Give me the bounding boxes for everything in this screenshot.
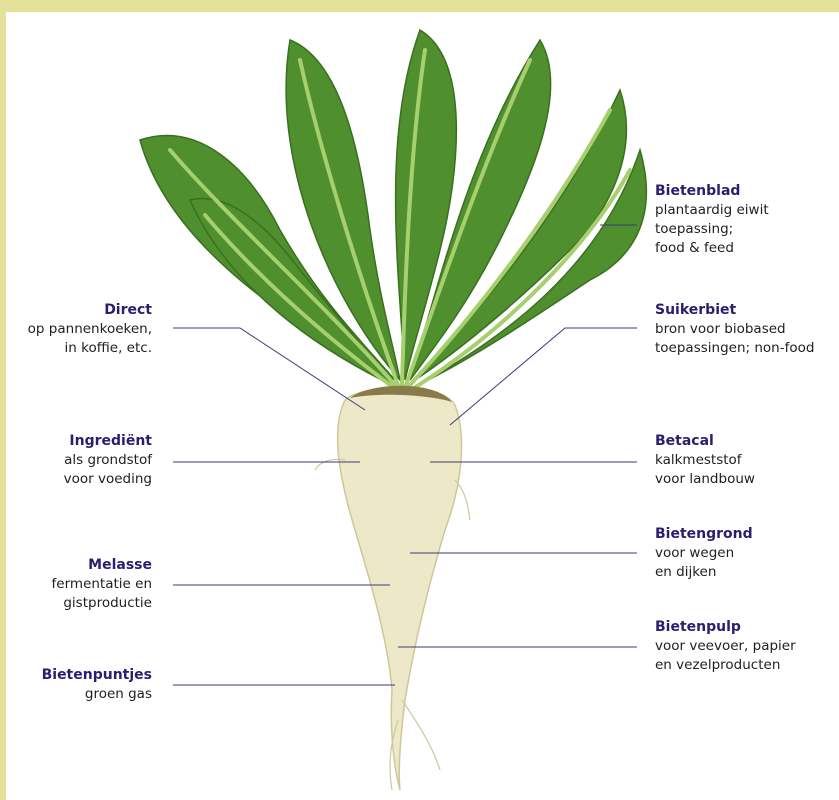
label-line: als grondstof <box>64 451 152 470</box>
label-title: Bietenpulp <box>655 618 796 637</box>
label-title: Direct <box>28 301 152 320</box>
label-title: Ingrediënt <box>64 432 152 451</box>
label-ingredient: Ingrediënt als grondstof voor voeding <box>64 432 152 489</box>
label-title: Melasse <box>52 556 152 575</box>
label-line: kalkmeststof <box>655 451 755 470</box>
label-line: plantaardig eiwit <box>655 201 769 220</box>
label-title: Bietenblad <box>655 182 769 201</box>
label-line: voor veevoer, papier <box>655 637 796 656</box>
label-line: groen gas <box>42 685 152 704</box>
label-line: en dijken <box>655 563 753 582</box>
label-melasse: Melasse fermentatie en gistproductie <box>52 556 152 613</box>
label-line: voor voeding <box>64 470 152 489</box>
label-line: fermentatie en <box>52 575 152 594</box>
label-title: Bietengrond <box>655 525 753 544</box>
label-line: in koffie, etc. <box>28 339 152 358</box>
beet-leaves <box>140 30 646 385</box>
label-line: voor wegen <box>655 544 753 563</box>
label-line: toepassingen; non-food <box>655 339 814 358</box>
label-line: voor landbouw <box>655 470 755 489</box>
label-title: Suikerbiet <box>655 301 814 320</box>
beet-root <box>338 388 462 791</box>
label-suikerbiet: Suikerbiet bron voor biobased toepassing… <box>655 301 814 358</box>
label-line: bron voor biobased <box>655 320 814 339</box>
label-bietenpuntjes: Bietenpuntjes groen gas <box>42 666 152 704</box>
label-title: Bietenpuntjes <box>42 666 152 685</box>
label-direct: Direct op pannenkoeken, in koffie, etc. <box>28 301 152 358</box>
label-bietenpulp: Bietenpulp voor veevoer, papier en vezel… <box>655 618 796 675</box>
label-bietengrond: Bietengrond voor wegen en dijken <box>655 525 753 582</box>
label-line: toepassing; <box>655 220 769 239</box>
label-betacal: Betacal kalkmeststof voor landbouw <box>655 432 755 489</box>
label-title: Betacal <box>655 432 755 451</box>
label-bietenblad: Bietenblad plantaardig eiwit toepassing;… <box>655 182 769 258</box>
label-line: gistproductie <box>52 594 152 613</box>
label-line: food & feed <box>655 239 769 258</box>
label-line: en vezelproducten <box>655 656 796 675</box>
label-line: op pannenkoeken, <box>28 320 152 339</box>
